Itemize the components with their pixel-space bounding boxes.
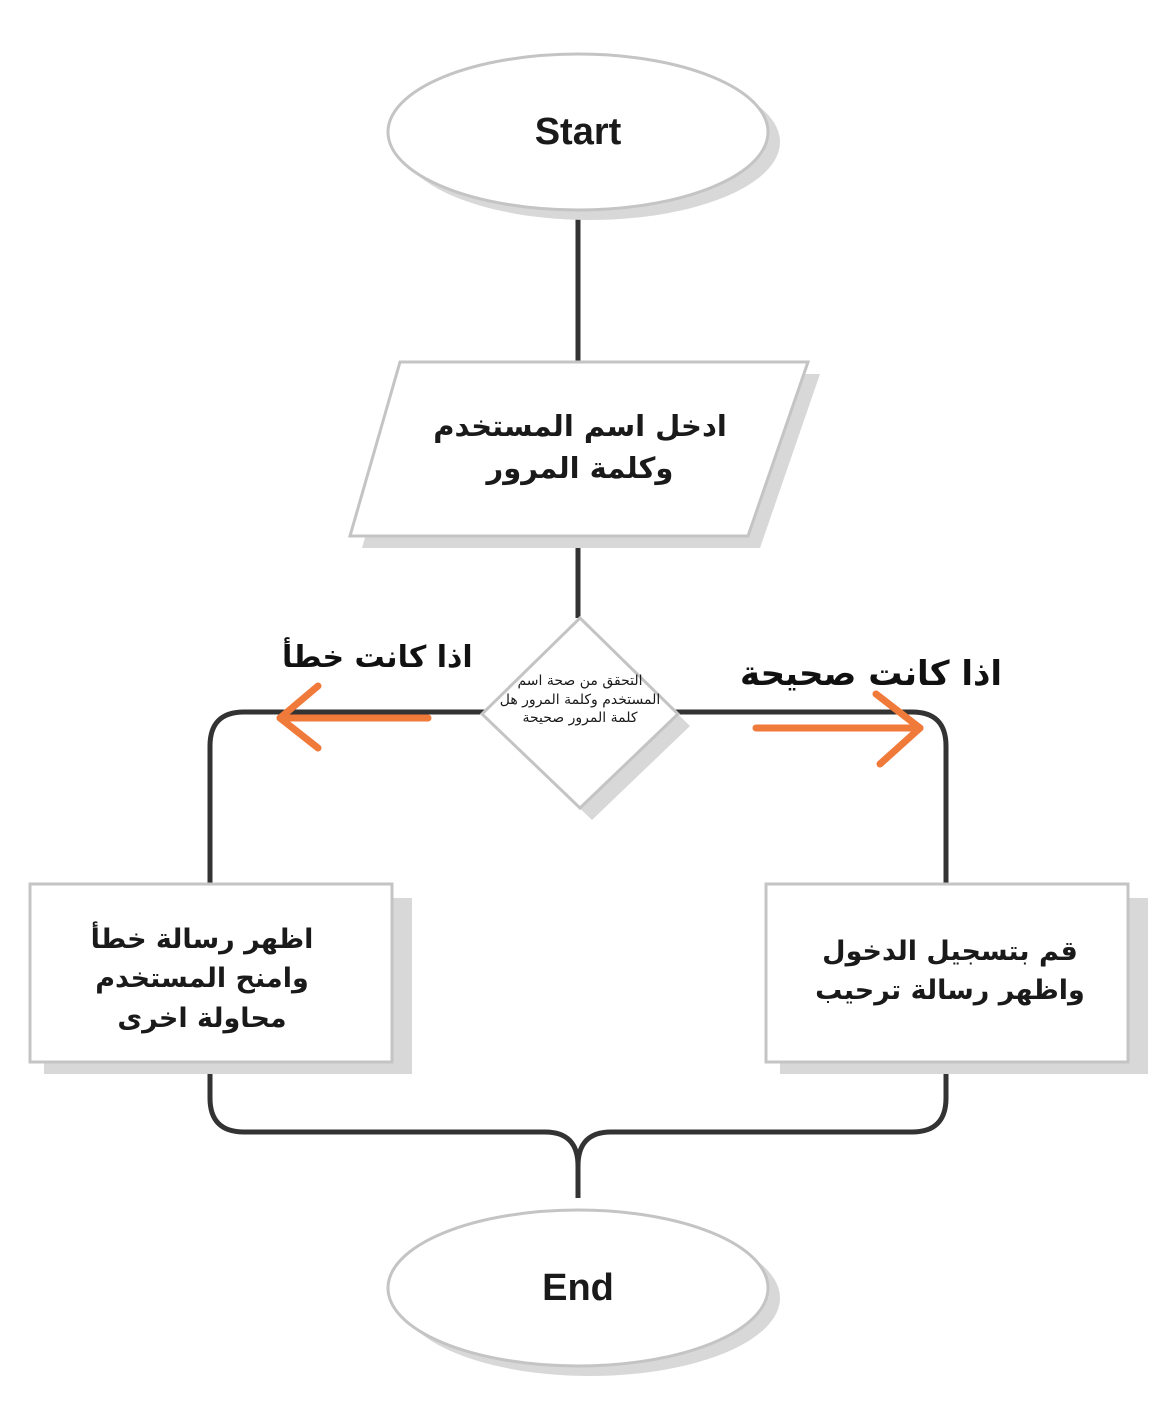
true-branch-label: اذا كانت صحيحة: [740, 654, 1003, 694]
connector-decision-true-branch: [668, 709, 949, 884]
connector-error-to-merge: [207, 1060, 581, 1198]
decision-label: التحقق من صحة اسم المستخدم وكلمة المرور …: [499, 672, 661, 727]
connector-success-to-merge: [575, 1060, 949, 1167]
success-process-box: [764, 882, 1148, 1074]
error-process-box: [28, 882, 412, 1074]
connector-decision-false-branch: [207, 709, 490, 884]
input-label: ادخل اسم المستخدم وكلمة المرور: [433, 408, 727, 485]
input-parallelogram: [348, 360, 820, 548]
end-label: End: [542, 1266, 614, 1309]
error-process-label: اظهر رسالة خطأ وامنح المستخدم محاولة اخر…: [90, 924, 314, 1034]
false-branch-arrow: [276, 682, 432, 752]
connectors: [207, 218, 949, 1198]
false-branch-label: اذا كانت خطأ: [282, 640, 473, 675]
true-branch-arrow: [752, 690, 924, 768]
end-terminal: [386, 1208, 780, 1376]
start-label: Start: [534, 110, 622, 153]
decision-diamond: [479, 615, 690, 820]
start-terminal: [386, 52, 780, 220]
success-process-label: قم بتسجيل الدخول واظهر رسالة ترحيب: [815, 935, 1085, 1006]
